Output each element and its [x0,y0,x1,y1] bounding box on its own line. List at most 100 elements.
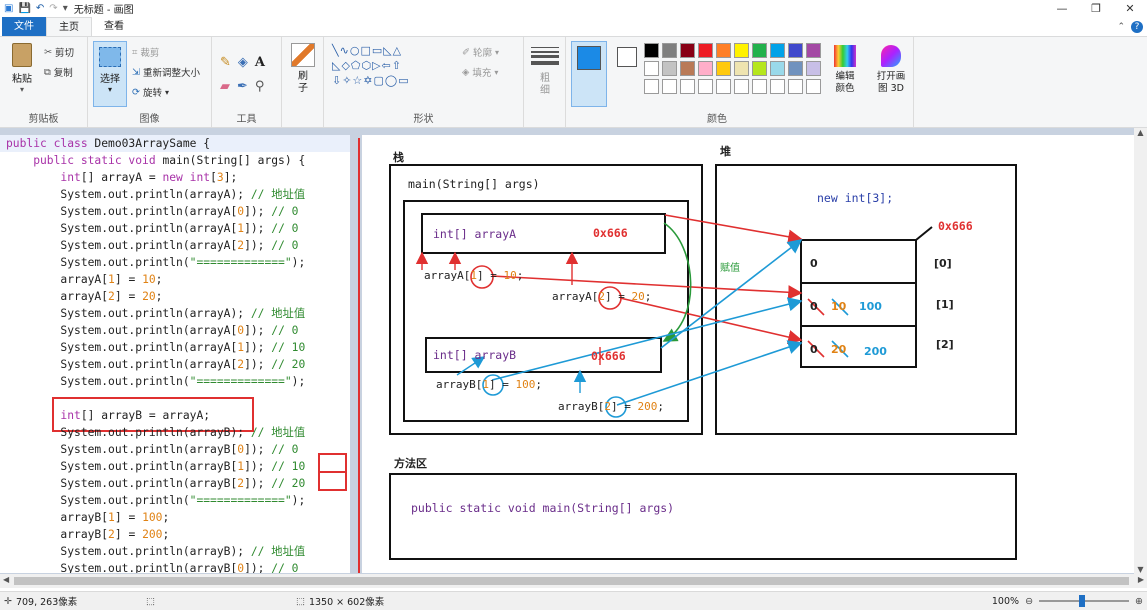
minimize-button[interactable]: — [1056,2,1068,15]
color-picker-icon[interactable]: ✒ [237,79,248,94]
custom-color-slot[interactable] [644,79,659,94]
zoom-slider[interactable] [1039,595,1130,607]
copy-button[interactable]: ⧉复制 [44,66,73,80]
size-group: 粗细 [524,37,566,127]
scroll-down-icon[interactable]: ▼ [1137,565,1144,574]
paint3d-button[interactable]: 打开画图 3D [871,45,911,95]
color-swatch[interactable] [644,43,659,58]
rotate-button[interactable]: ⟳旋转▾ [132,86,169,100]
scroll-thumb[interactable] [14,577,1129,585]
vertical-scrollbar[interactable]: ▲ ▼ [1134,128,1147,574]
ribbon-tabs: 文件 主页 查看 ⌃ ? [0,17,1147,36]
code-token: arrayA[ [6,273,109,286]
size-button[interactable]: 粗细 [531,45,559,97]
code-token: // 地址值 [250,188,306,201]
color-swatch[interactable] [662,43,677,58]
outline-button[interactable]: ✐轮廓▾ [462,46,499,60]
eraser-icon[interactable]: ▰ [220,79,230,94]
rotate-icon: ⟳ [132,86,140,98]
code-token: ]); [244,239,272,252]
crop-button[interactable]: ⌗裁剪 [132,46,160,60]
code-token: arrayA[ [6,290,109,303]
zoom-slider-thumb[interactable] [1079,595,1086,607]
strike-cell2-a [807,340,825,358]
resize-button[interactable]: ⇲重新调整大小 [132,66,200,80]
tab-file[interactable]: 文件 [2,17,46,36]
code-token: 10 [142,273,156,286]
arrow-a1-to-cell1 [491,275,803,300]
custom-color-slot[interactable] [716,79,731,94]
color-swatch[interactable] [698,61,713,76]
tab-view[interactable]: 查看 [104,21,124,32]
color-palette [644,43,830,103]
color-swatch[interactable] [770,43,785,58]
save-icon[interactable]: 💾 [18,3,31,14]
clipboard-group-label: 剪贴板 [28,114,59,125]
color-swatch[interactable] [770,61,785,76]
cell0-value: 0 [810,257,818,270]
tab-home[interactable]: 主页 [46,17,92,36]
color-swatch[interactable] [752,61,767,76]
custom-color-slot[interactable] [698,79,713,94]
help-icon[interactable]: ? [1131,20,1143,33]
color-swatch[interactable] [788,61,803,76]
pencil-icon[interactable]: ✎ [220,55,231,70]
code-token: 2 [237,477,245,490]
select-button[interactable]: 选择 ▾ [93,41,127,107]
maximize-button[interactable]: ❐ [1091,2,1101,15]
shapes-gallery[interactable]: ╲∿○□▭◺△◺◇⬠⬡▷⇦⇧⇩✧☆✡▢◯▭ [332,44,410,87]
close-button[interactable]: ✕ [1125,2,1135,15]
magnifier-icon[interactable]: ⚲ [254,79,265,94]
color-swatch[interactable] [662,61,677,76]
code-token: ); [291,375,306,388]
color-swatch[interactable] [734,61,749,76]
scroll-right-icon[interactable]: ▶ [1137,575,1144,584]
stmt-b2: arrayB[2] = 200; [558,400,664,413]
code-token: 0 [237,205,245,218]
color2-button[interactable] [612,41,642,72]
horizontal-scrollbar[interactable]: ◀ ▶ [0,574,1147,588]
zoom-out-icon[interactable]: ⊖ [1025,595,1034,607]
color-swatch[interactable] [752,43,767,58]
image-group-label: 图像 [139,114,160,125]
paste-button[interactable]: 粘贴 ▾ [6,43,38,94]
cell0-index: [0] [934,257,952,270]
color-swatch[interactable] [680,61,695,76]
color-swatch[interactable] [788,43,803,58]
color-swatch[interactable] [716,61,731,76]
color-swatch[interactable] [644,61,659,76]
color-swatch[interactable] [734,43,749,58]
custom-color-slot[interactable] [680,79,695,94]
scroll-left-icon[interactable]: ◀ [3,575,10,584]
custom-color-slot[interactable] [806,79,821,94]
code-token: // 10 [271,341,306,354]
edit-colors-button[interactable]: 编辑颜色 [828,45,862,95]
color-swatch[interactable] [806,61,821,76]
text-icon[interactable]: A [254,55,265,70]
color-swatch[interactable] [680,43,695,58]
scroll-up-icon[interactable]: ▲ [1137,128,1144,137]
brush-button[interactable]: 刷子 [288,43,318,95]
zoom-in-icon[interactable]: ⊕ [1135,595,1143,607]
custom-color-slot[interactable] [734,79,749,94]
strike-cell1-b [831,298,849,316]
custom-color-slot[interactable] [752,79,767,94]
code-token: // 10 [271,460,306,473]
custom-color-slot[interactable] [770,79,785,94]
custom-color-slot[interactable] [788,79,803,94]
customize-toolbar-icon[interactable]: ▾ [62,3,68,14]
code-token: 2 [237,358,245,371]
color-wheel-icon [834,45,856,67]
fill-button[interactable]: ◈填充▾ [462,66,499,80]
color-swatch[interactable] [698,43,713,58]
undo-icon[interactable]: ↶ [35,3,45,14]
code-token: ]); [244,358,272,371]
color1-button[interactable] [571,41,607,107]
cut-button[interactable]: ✂剪切 [44,46,74,60]
collapse-ribbon-icon[interactable]: ⌃ [1117,21,1125,32]
color-swatch[interactable] [716,43,731,58]
redo-icon[interactable]: ↷ [49,3,58,14]
color-swatch[interactable] [806,43,821,58]
custom-color-slot[interactable] [662,79,677,94]
fill-bucket-icon[interactable]: ◈ [237,55,248,70]
